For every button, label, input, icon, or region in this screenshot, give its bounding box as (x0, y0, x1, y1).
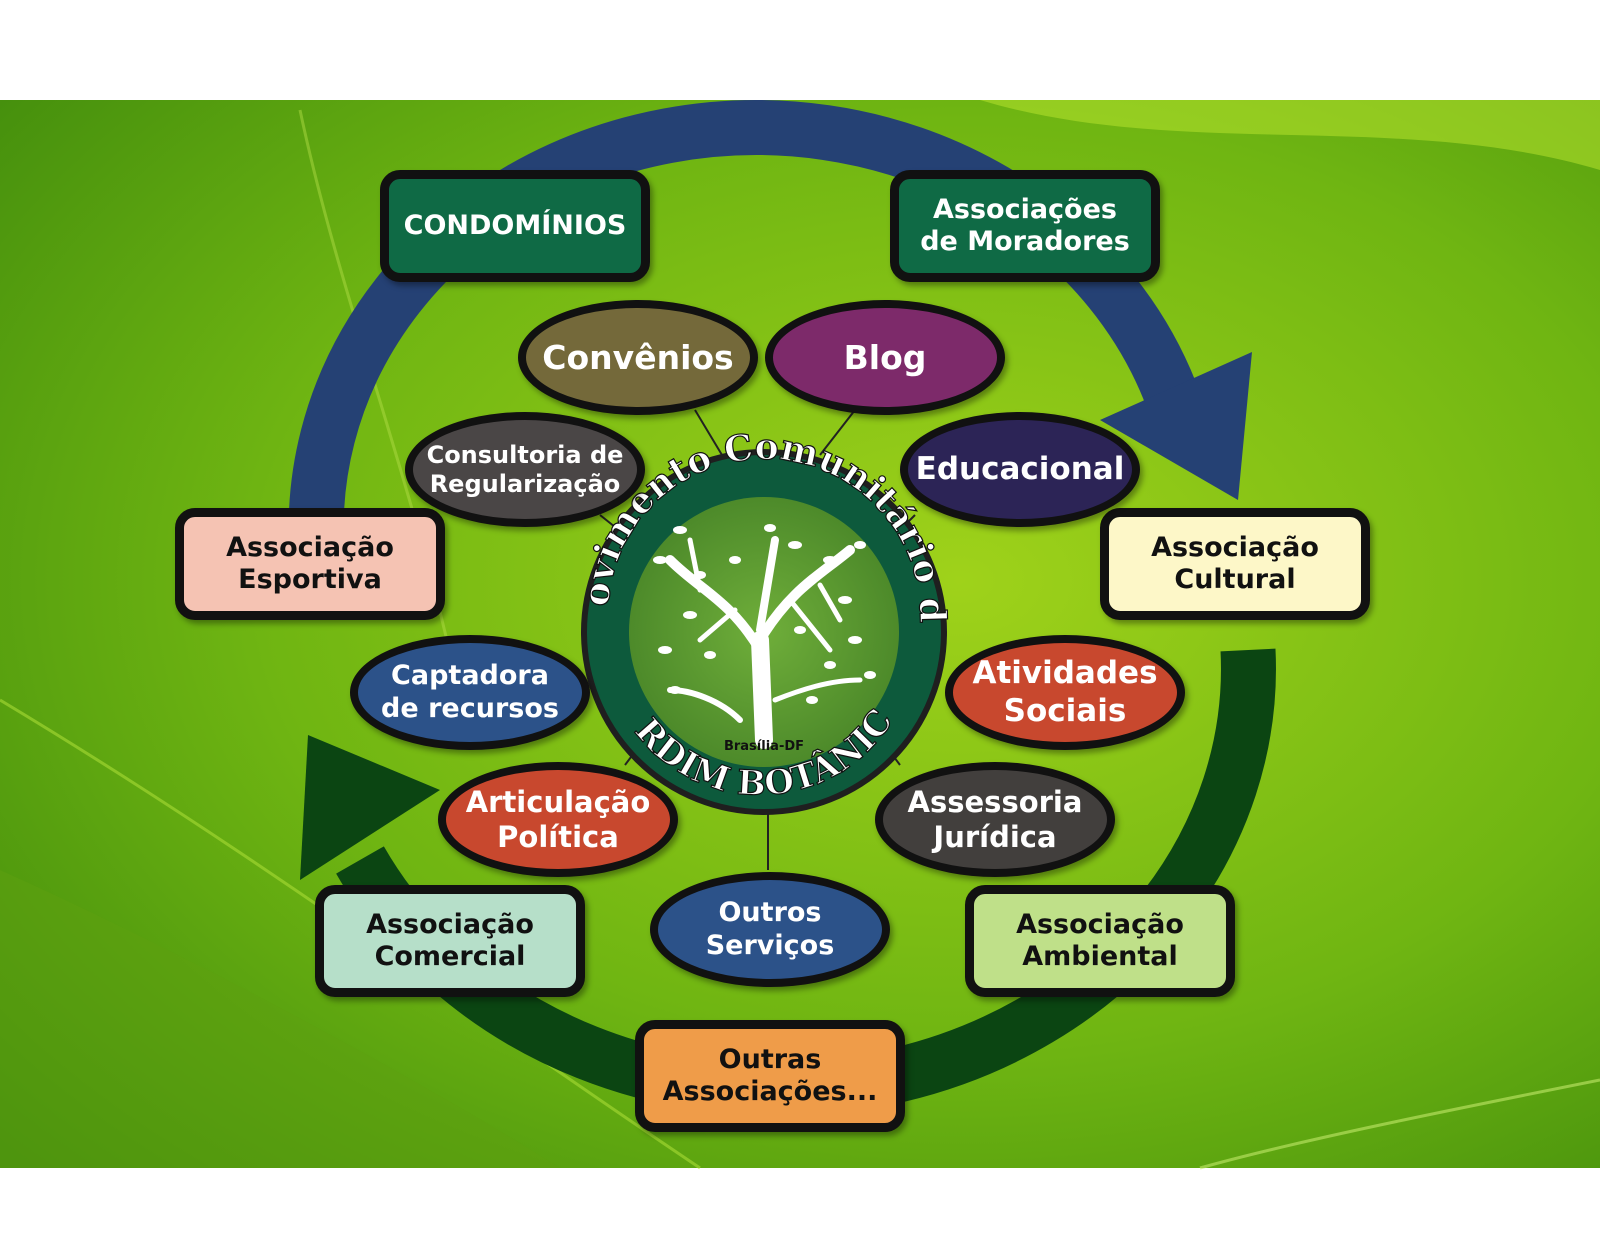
box-moradores-label: Associações de Moradores (920, 193, 1130, 257)
box-esportiva-label: Associação Esportiva (226, 531, 394, 595)
oval-assessoria-label: Assessoria Jurídica (907, 784, 1083, 854)
oval-educacional: Educacional (900, 412, 1140, 527)
oval-outros-label: Outros Serviços (705, 897, 835, 961)
oval-atividades-label: Atividades Sociais (972, 655, 1158, 729)
box-outras-label: Outras Associações... (662, 1043, 878, 1107)
oval-captadora: Captadora de recursos (350, 635, 590, 750)
cycle-arrowhead-blue (1100, 352, 1252, 500)
oval-consultoria: Consultoria de Regularização (405, 412, 645, 527)
box-associacao-cultural: Associação Cultural (1100, 508, 1370, 620)
swoosh-line (298, 109, 462, 701)
box-comercial-label: Associação Comercial (366, 908, 534, 972)
box-associacao-comercial: Associação Comercial (315, 885, 585, 997)
tree-leaves (653, 524, 876, 704)
oval-captadora-label: Captadora de recursos (381, 660, 559, 724)
cycle-arrowhead-green (300, 735, 440, 880)
box-associacao-esportiva: Associação Esportiva (175, 508, 445, 620)
logo-city-text: Brasília-DF (724, 739, 804, 754)
oval-articulacao-label: Articulação Política (465, 784, 651, 854)
oval-convenios: Convênios (518, 300, 758, 415)
swoosh-line (1199, 1078, 1600, 1170)
oval-consultoria-label: Consultoria de Regularização (426, 440, 624, 498)
box-cultural-label: Associação Cultural (1151, 531, 1319, 595)
oval-blog-label: Blog (843, 337, 927, 377)
oval-convenios-label: Convênios (542, 337, 734, 377)
oval-educacional-label: Educacional (915, 450, 1125, 487)
box-outras-associacoes: Outras Associações... (635, 1020, 905, 1132)
oval-assessoria-juridica: Assessoria Jurídica (875, 762, 1115, 877)
box-ambiental-label: Associação Ambiental (1016, 908, 1184, 972)
oval-articulacao-politica: Articulação Política (438, 762, 678, 877)
box-associacao-ambiental: Associação Ambiental (965, 885, 1235, 997)
box-condominios-label: CONDOMÍNIOS (403, 209, 627, 241)
swoosh-highlight (980, 100, 1600, 170)
tree-icon (665, 536, 863, 749)
oval-outros-servicos: Outros Serviços (650, 872, 890, 987)
swoosh-band (0, 870, 560, 1168)
oval-atividades-sociais: Atividades Sociais (945, 635, 1185, 750)
box-condominios: CONDOMÍNIOS (380, 170, 650, 282)
oval-blog: Blog (765, 300, 1005, 415)
box-associacoes-moradores: Associações de Moradores (890, 170, 1160, 282)
